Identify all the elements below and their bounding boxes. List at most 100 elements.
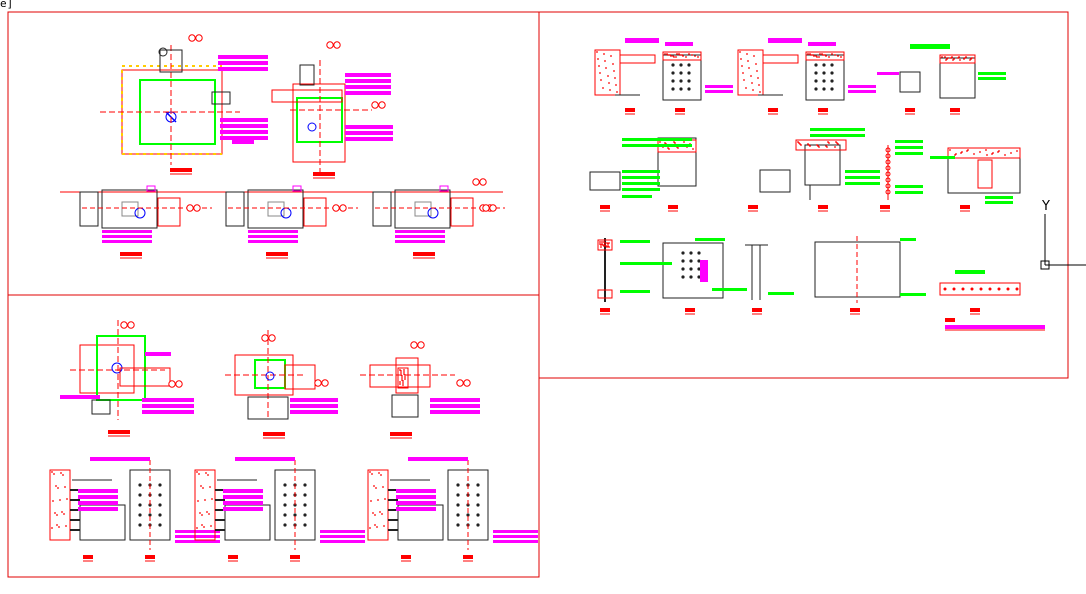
hatch-dot <box>969 59 971 61</box>
plate-outline <box>254 359 286 389</box>
detail-title-mark <box>463 555 473 559</box>
rebar-dot <box>952 287 956 291</box>
bolt-mark <box>138 513 142 517</box>
rebar-dot <box>970 287 974 291</box>
hatch-dot <box>52 500 54 502</box>
hatch-dot <box>944 56 946 58</box>
hatch-dot <box>1004 154 1006 156</box>
hatch-dot <box>824 54 826 56</box>
grid-bubble <box>326 41 334 49</box>
weld-mark <box>885 165 891 171</box>
annotation-bar <box>700 260 708 282</box>
hatch-dot <box>604 60 606 62</box>
hatch-dot <box>753 55 755 57</box>
hatch-area <box>367 469 389 541</box>
grid-bubble <box>168 380 176 388</box>
annotation-bar <box>622 170 660 173</box>
annotation-bar <box>622 144 692 147</box>
annotation-bar <box>223 495 263 499</box>
hatch-dot <box>600 246 602 248</box>
annotation-bar <box>408 457 468 461</box>
hatch-dot <box>759 91 761 93</box>
hatch-dot <box>207 474 209 476</box>
plate <box>589 171 621 191</box>
beam-outline <box>101 189 158 229</box>
grid-bubble <box>463 379 471 387</box>
hatch-dot <box>678 53 680 55</box>
annotation-bar <box>930 156 955 159</box>
hatch-dot <box>203 526 205 528</box>
tag <box>292 185 302 192</box>
hatch-dot <box>373 485 375 487</box>
hatch-dot <box>945 59 947 61</box>
hatch-dot <box>603 53 605 55</box>
detail-title-mark <box>675 108 685 112</box>
hatch-dot <box>206 511 208 513</box>
bolt-mark <box>456 483 460 487</box>
annotation-bar <box>396 507 436 511</box>
hatch-area <box>947 147 1021 159</box>
bolt-mark <box>476 483 480 487</box>
annotation-bar <box>768 292 794 295</box>
hatch-dot <box>758 84 760 86</box>
plate <box>247 396 289 420</box>
hatch-dot <box>688 53 690 55</box>
bolt-mark <box>814 87 818 91</box>
hatch-dot <box>957 57 959 59</box>
hatch-dot <box>997 151 999 153</box>
bolt-mark <box>138 483 142 487</box>
hatch-dot <box>201 514 203 516</box>
hatch-dot <box>399 381 401 383</box>
detail-title-mark <box>83 555 93 559</box>
annotation-bar <box>895 185 923 188</box>
hatch-dot <box>692 148 694 150</box>
grid-bubble <box>127 321 135 329</box>
panel-bottom-left-details <box>49 320 538 562</box>
beam-outline <box>247 189 304 229</box>
hatch-dot <box>381 513 383 515</box>
annotation-bar <box>895 146 923 149</box>
bolt-mark <box>679 63 683 67</box>
detail-title-mark <box>145 555 155 559</box>
bolt-mark <box>158 523 162 527</box>
bolt-mark <box>822 71 826 75</box>
plate <box>899 71 921 93</box>
hatch-dot <box>952 59 954 61</box>
hatch-dot <box>66 498 68 500</box>
hatch-dot <box>669 54 671 56</box>
hatch-dot <box>196 527 198 529</box>
hatch-dot <box>51 527 53 529</box>
hatch-dot <box>202 487 204 489</box>
detail-title-mark <box>290 555 300 559</box>
hatch-dot <box>697 56 699 58</box>
hatch-dot <box>404 378 406 380</box>
hatch-dot <box>991 153 993 155</box>
plate <box>267 201 285 217</box>
annotation-bar <box>223 507 263 511</box>
bolt-mark <box>476 493 480 497</box>
bolt-mark <box>158 493 162 497</box>
rebar-dot <box>988 287 992 291</box>
hatch-dot <box>199 512 201 514</box>
panel-right-details <box>589 38 1045 331</box>
annotation-bar <box>622 182 660 185</box>
hatch-dot <box>374 524 376 526</box>
annotation-bar <box>320 530 365 533</box>
plate <box>414 201 432 217</box>
hatch-dot <box>209 486 211 488</box>
hatch-area <box>594 49 621 96</box>
legend-bar <box>945 325 1045 329</box>
hatch-dot <box>667 147 669 149</box>
hatch-dot <box>57 487 59 489</box>
bolt-mark <box>830 71 834 75</box>
hatch-dot <box>59 499 61 501</box>
hatch-dot <box>597 58 599 60</box>
hatch-dot <box>210 525 212 527</box>
hatch-dot <box>973 153 975 155</box>
bolt-mark <box>466 513 470 517</box>
annotation-bar <box>808 42 836 46</box>
hatch-dot <box>198 473 200 475</box>
tag <box>439 185 449 192</box>
annotation-bar <box>620 290 650 293</box>
